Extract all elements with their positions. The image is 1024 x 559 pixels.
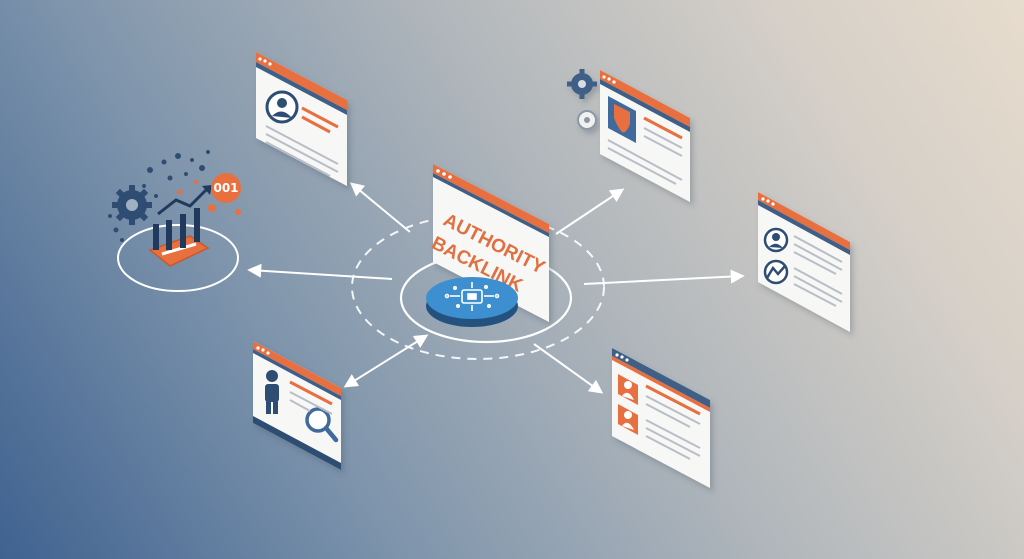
card-search-bottom-left bbox=[253, 341, 341, 470]
data-particles bbox=[108, 150, 210, 242]
arrow-top-left bbox=[349, 182, 411, 233]
profile-icon bbox=[763, 259, 789, 285]
profile-icon bbox=[265, 90, 299, 124]
profile-icon bbox=[763, 227, 789, 253]
chip-icon bbox=[444, 282, 500, 311]
card-shield-top-right bbox=[567, 69, 690, 202]
profile-icon bbox=[618, 404, 638, 435]
chip-disc bbox=[426, 277, 518, 327]
person-icon bbox=[265, 370, 279, 414]
profile-icon bbox=[618, 374, 638, 405]
analytics-badge: 001 bbox=[208, 173, 241, 215]
card-profiles-bottom-right bbox=[612, 348, 710, 488]
arrow-right bbox=[583, 269, 745, 285]
gear-icon bbox=[112, 185, 152, 225]
analytics-badge-text: 001 bbox=[213, 181, 238, 195]
arrow-bottom-right bbox=[533, 343, 604, 394]
arrow-left bbox=[247, 263, 393, 280]
connection-arrows bbox=[247, 182, 745, 394]
analytics-node: 001 bbox=[108, 150, 241, 292]
arrow-bottom-left bbox=[343, 334, 429, 388]
card-profile-top-left bbox=[256, 52, 347, 186]
shield-icon bbox=[614, 104, 630, 133]
gear-icon bbox=[577, 110, 597, 130]
card-profiles-right bbox=[758, 192, 850, 332]
magnifier-icon bbox=[305, 407, 339, 443]
arrow-top-right bbox=[555, 188, 625, 235]
gear-icon bbox=[567, 69, 597, 99]
bar-chart-icon bbox=[153, 185, 212, 250]
